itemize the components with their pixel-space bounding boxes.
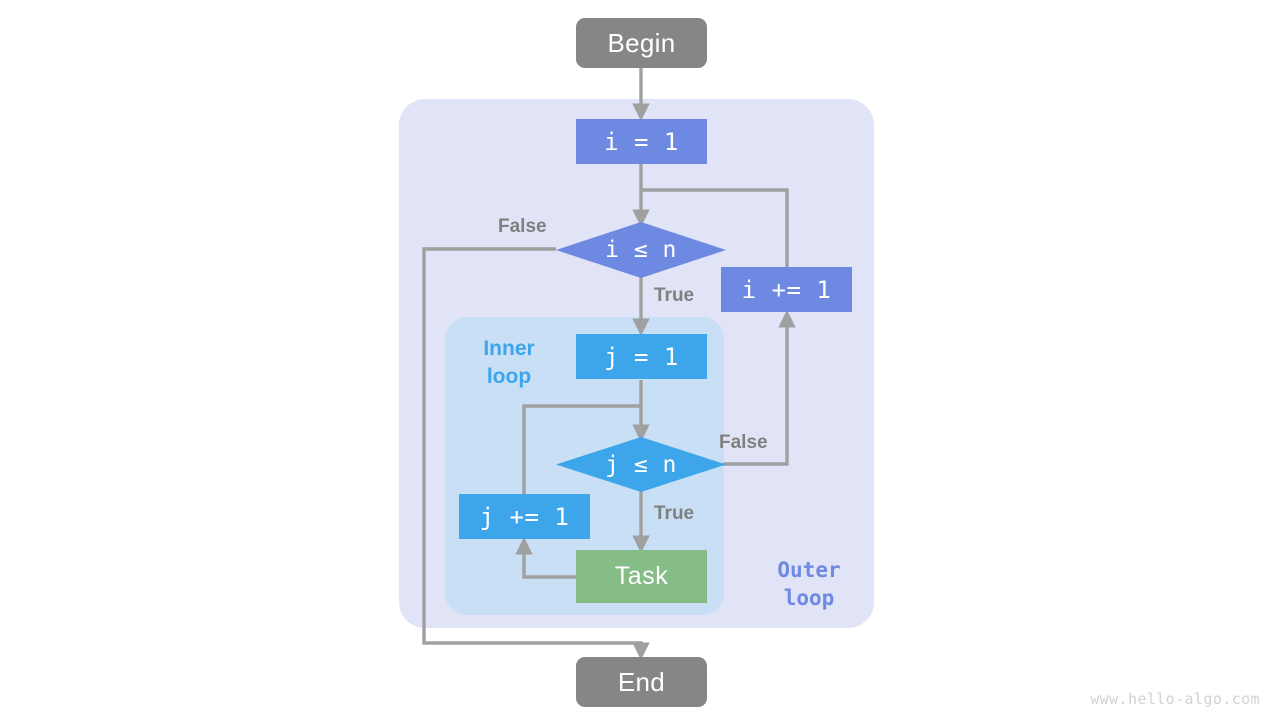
node-end-label: End xyxy=(617,666,666,697)
edge-label-outer-false: False xyxy=(498,216,547,237)
node-i-init-label: i = 1 xyxy=(604,127,679,156)
node-i-init[interactable]: i = 1 xyxy=(576,119,707,164)
node-i-inc-label: i += 1 xyxy=(741,275,832,304)
node-end[interactable]: End xyxy=(576,657,707,707)
node-j-init-label: j = 1 xyxy=(604,342,679,371)
node-j-inc-label: j += 1 xyxy=(479,502,570,531)
watermark: www.hello-algo.com xyxy=(1090,690,1260,708)
node-task[interactable]: Task xyxy=(576,550,707,603)
outer-loop-label: Outer loop xyxy=(777,558,841,610)
edge-label-inner-false: False xyxy=(719,432,768,453)
inner-loop-label: Inner loop xyxy=(483,337,535,388)
node-j-inc[interactable]: j += 1 xyxy=(459,494,590,539)
edge-label-outer-true: True xyxy=(654,285,695,306)
node-task-label: Task xyxy=(614,562,669,590)
node-i-inc[interactable]: i += 1 xyxy=(721,267,852,312)
edge-label-inner-true: True xyxy=(654,503,695,524)
node-i-cond-label: i ≤ n xyxy=(605,237,677,263)
node-j-init[interactable]: j = 1 xyxy=(576,334,707,379)
node-j-cond-label: j ≤ n xyxy=(605,451,677,478)
node-begin[interactable]: Begin xyxy=(576,18,707,68)
node-begin-label: Begin xyxy=(607,27,676,58)
